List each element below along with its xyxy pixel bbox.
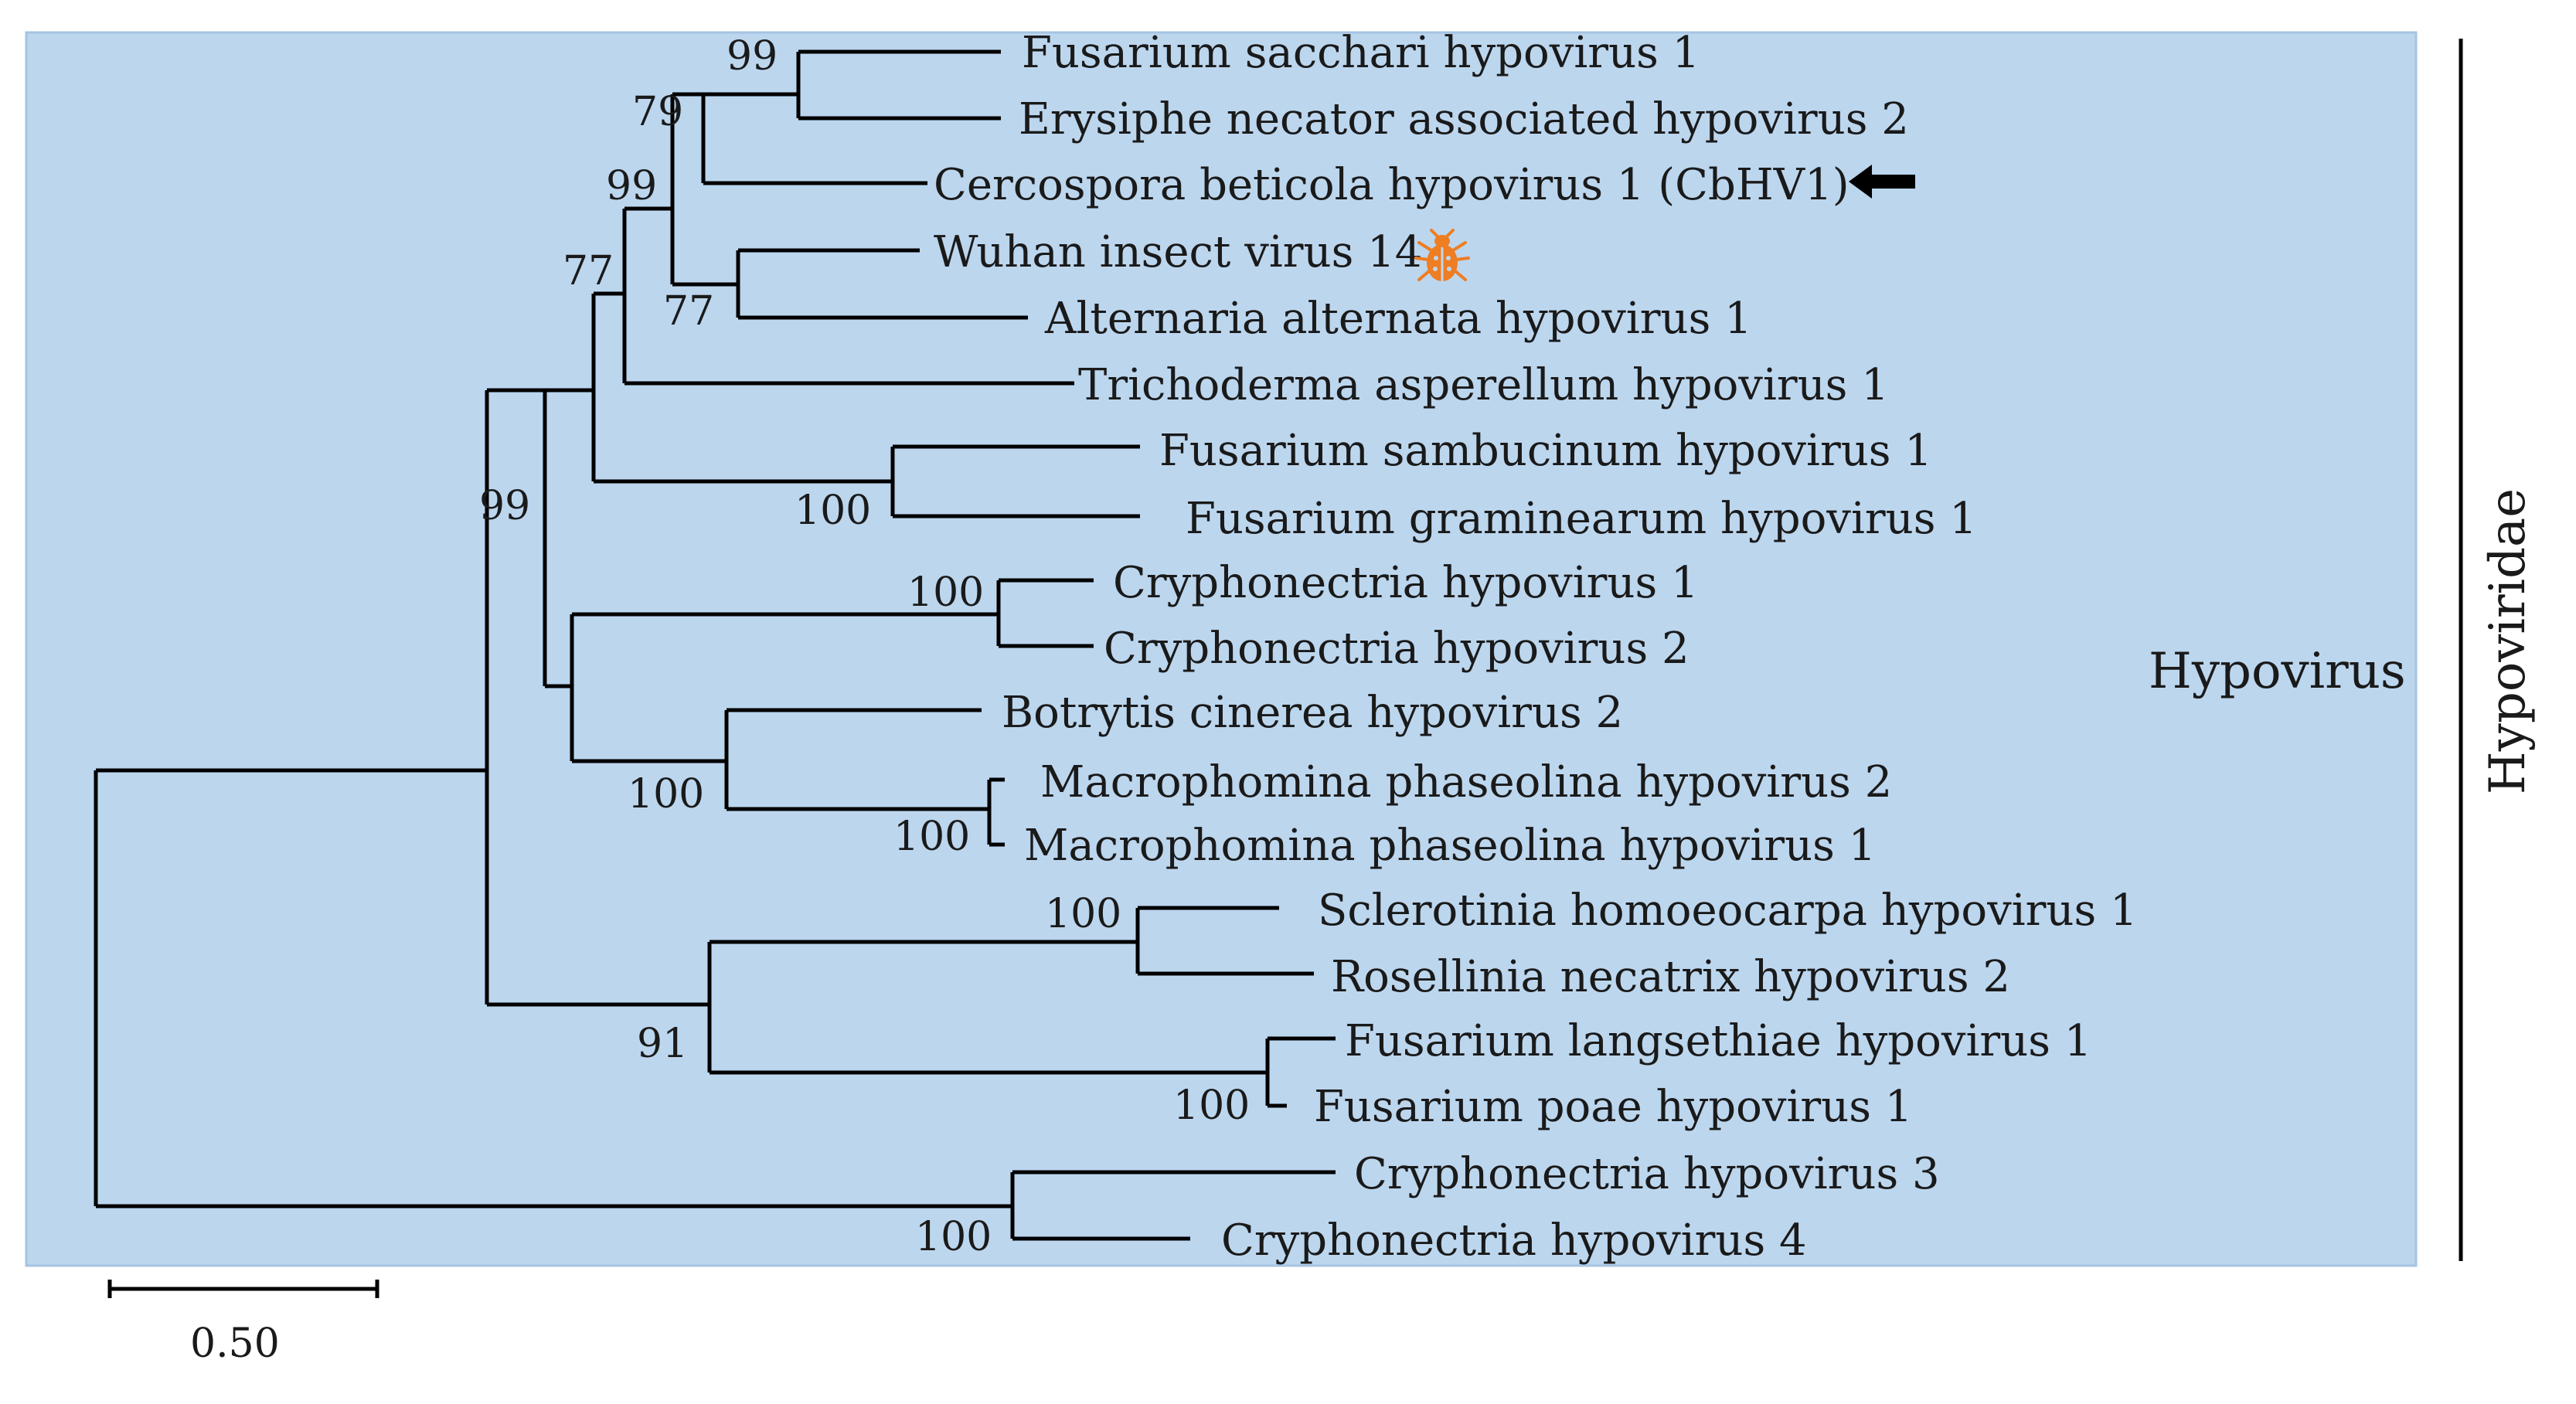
taxon-label: Fusarium langsethiae hypovirus 1 bbox=[1345, 1016, 2091, 1066]
bootstrap-value: 79 bbox=[632, 89, 683, 135]
taxon-label: Fusarium graminearum hypovirus 1 bbox=[1186, 494, 1977, 544]
branch-node-lower bbox=[707, 940, 1268, 1075]
taxon-label: Sclerotinia homoeocarpa hypovirus 1 bbox=[1318, 886, 2138, 936]
scale-bar: 0.50 bbox=[107, 1280, 379, 1367]
branch-node-chv1-chv2 bbox=[996, 578, 1094, 648]
branch-node-hypovirus bbox=[485, 388, 710, 1007]
taxon-label: Cryphonectria hypovirus 4 bbox=[1221, 1215, 1807, 1266]
bootstrap-value: 100 bbox=[915, 1214, 992, 1260]
bootstrap-value: 91 bbox=[637, 1021, 688, 1067]
branch-node-upper bbox=[543, 388, 594, 688]
branch-node-c bbox=[591, 291, 893, 484]
taxon-label: Cryphonectria hypovirus 1 bbox=[1113, 558, 1699, 608]
bootstrap-value: 77 bbox=[663, 288, 714, 335]
bootstrap-value: 100 bbox=[907, 569, 984, 616]
bootstrap-value: 100 bbox=[1045, 891, 1121, 937]
taxon-label: Rosellinia necatrix hypovirus 2 bbox=[1331, 952, 2010, 1002]
branch-node-sacchari-erysiphe bbox=[796, 49, 1001, 121]
left-arrow-icon bbox=[1849, 165, 1915, 199]
genus-label: Hypovirus bbox=[2149, 643, 2406, 700]
taxon-label: Macrophomina phaseolina hypovirus 2 bbox=[1040, 757, 1892, 807]
taxon-label: Macrophomina phaseolina hypovirus 1 bbox=[1024, 821, 1876, 871]
family-label: Hypoviridae bbox=[2479, 488, 2537, 794]
taxon-label: Cryphonectria hypovirus 2 bbox=[1104, 624, 1690, 674]
bootstrap-value: 100 bbox=[795, 488, 871, 534]
branch-node-sambucinum-graminearum bbox=[890, 444, 1140, 518]
branch-node-chv3-chv4 bbox=[1010, 1170, 1336, 1241]
taxon-label: Cryphonectria hypovirus 3 bbox=[1354, 1149, 1940, 1199]
taxon-label: Trichoderma asperellum hypovirus 1 bbox=[1078, 360, 1889, 410]
taxon-label: Fusarium sambucinum hypovirus 1 bbox=[1159, 426, 1932, 476]
taxon-label: Erysiphe necator associated hypovirus 2 bbox=[1019, 94, 1909, 144]
bootstrap-value: 99 bbox=[727, 33, 778, 80]
taxon-labels: Fusarium sacchari hypovirus 1 Erysiphe n… bbox=[934, 28, 2138, 1266]
branch-node-macrophomina bbox=[987, 777, 1005, 847]
branch-root bbox=[94, 768, 1012, 1209]
branch-node-langsethiae-poae bbox=[1265, 1036, 1336, 1108]
taxon-label: Botrytis cinerea hypovirus 2 bbox=[1002, 688, 1623, 738]
taxon-label: Fusarium sacchari hypovirus 1 bbox=[1022, 28, 1700, 78]
bootstrap-value: 100 bbox=[1173, 1083, 1250, 1129]
beetle-icon bbox=[1414, 229, 1470, 281]
bootstrap-value: 99 bbox=[479, 483, 530, 529]
taxon-label: Wuhan insect virus 14 bbox=[934, 227, 1422, 277]
taxon-label: Alternaria alternata hypovirus 1 bbox=[1044, 294, 1752, 344]
tree-branches bbox=[94, 49, 1336, 1241]
bootstrap-value: 99 bbox=[606, 163, 657, 209]
branch-node-wuhan-alternaria bbox=[736, 248, 1028, 320]
taxon-label: Fusarium poae hypovirus 1 bbox=[1314, 1082, 1912, 1132]
hypovirus-shaded-panel bbox=[25, 31, 2418, 1267]
taxon-label: Cercospora beticola hypovirus 1 (CbHV1) bbox=[934, 160, 1849, 210]
branch-node-trichoderma bbox=[622, 206, 1074, 386]
bootstrap-values: 99 79 99 77 77 99 100 100 100 100 100 91… bbox=[479, 33, 1250, 1260]
branch-node-f bbox=[701, 92, 927, 185]
branch-node-sclerotinia-rosellinia bbox=[1135, 906, 1314, 976]
branch-node-j bbox=[570, 612, 999, 763]
bootstrap-value: 100 bbox=[628, 771, 704, 818]
branch-node-e bbox=[670, 92, 738, 287]
bootstrap-value: 100 bbox=[893, 814, 970, 860]
branch-node-botrytis-macrophomina bbox=[724, 708, 989, 811]
scale-bar-label: 0.50 bbox=[190, 1321, 280, 1367]
bootstrap-value: 77 bbox=[563, 248, 614, 294]
